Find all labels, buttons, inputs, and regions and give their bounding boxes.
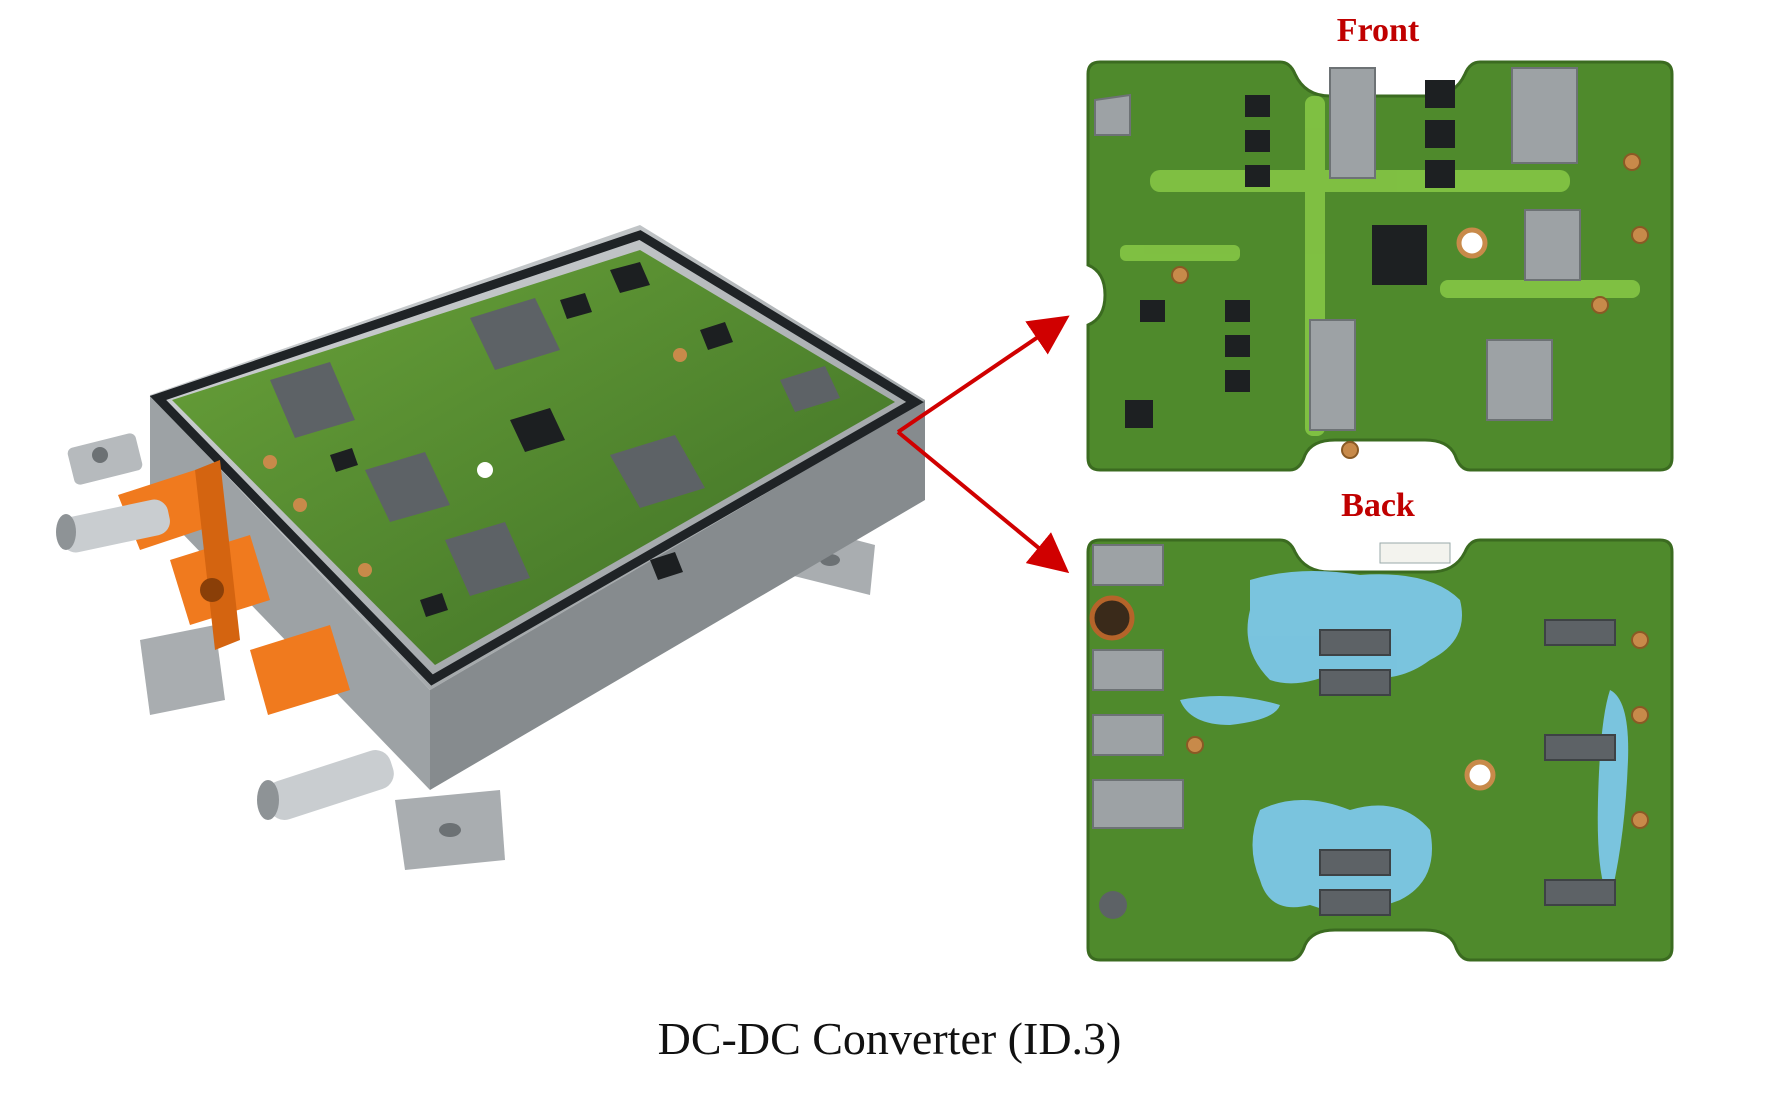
housing-side [430, 400, 925, 790]
arrow-to-back [896, 430, 1070, 574]
mounting-foot [140, 625, 225, 715]
pointer-arrows [896, 315, 1070, 574]
front-label: Front [1336, 12, 1420, 49]
front-pcb-in-housing [172, 250, 895, 665]
pcb-ics [330, 262, 733, 617]
pcb-components [270, 298, 840, 596]
back-label: Back [1341, 487, 1415, 524]
pcb-mount-hole [477, 462, 493, 478]
converter-assembly-photo [56, 225, 925, 870]
front-pcb-photo [1086, 60, 1674, 472]
pcb-copper-pads [263, 348, 687, 577]
housing-gasket [149, 230, 924, 686]
arrow-to-front [896, 315, 1070, 434]
back-pcb-photo [1086, 538, 1674, 962]
figure-caption: DC-DC Converter (ID.3) [657, 1013, 1122, 1064]
coolant-pipes [56, 433, 394, 820]
